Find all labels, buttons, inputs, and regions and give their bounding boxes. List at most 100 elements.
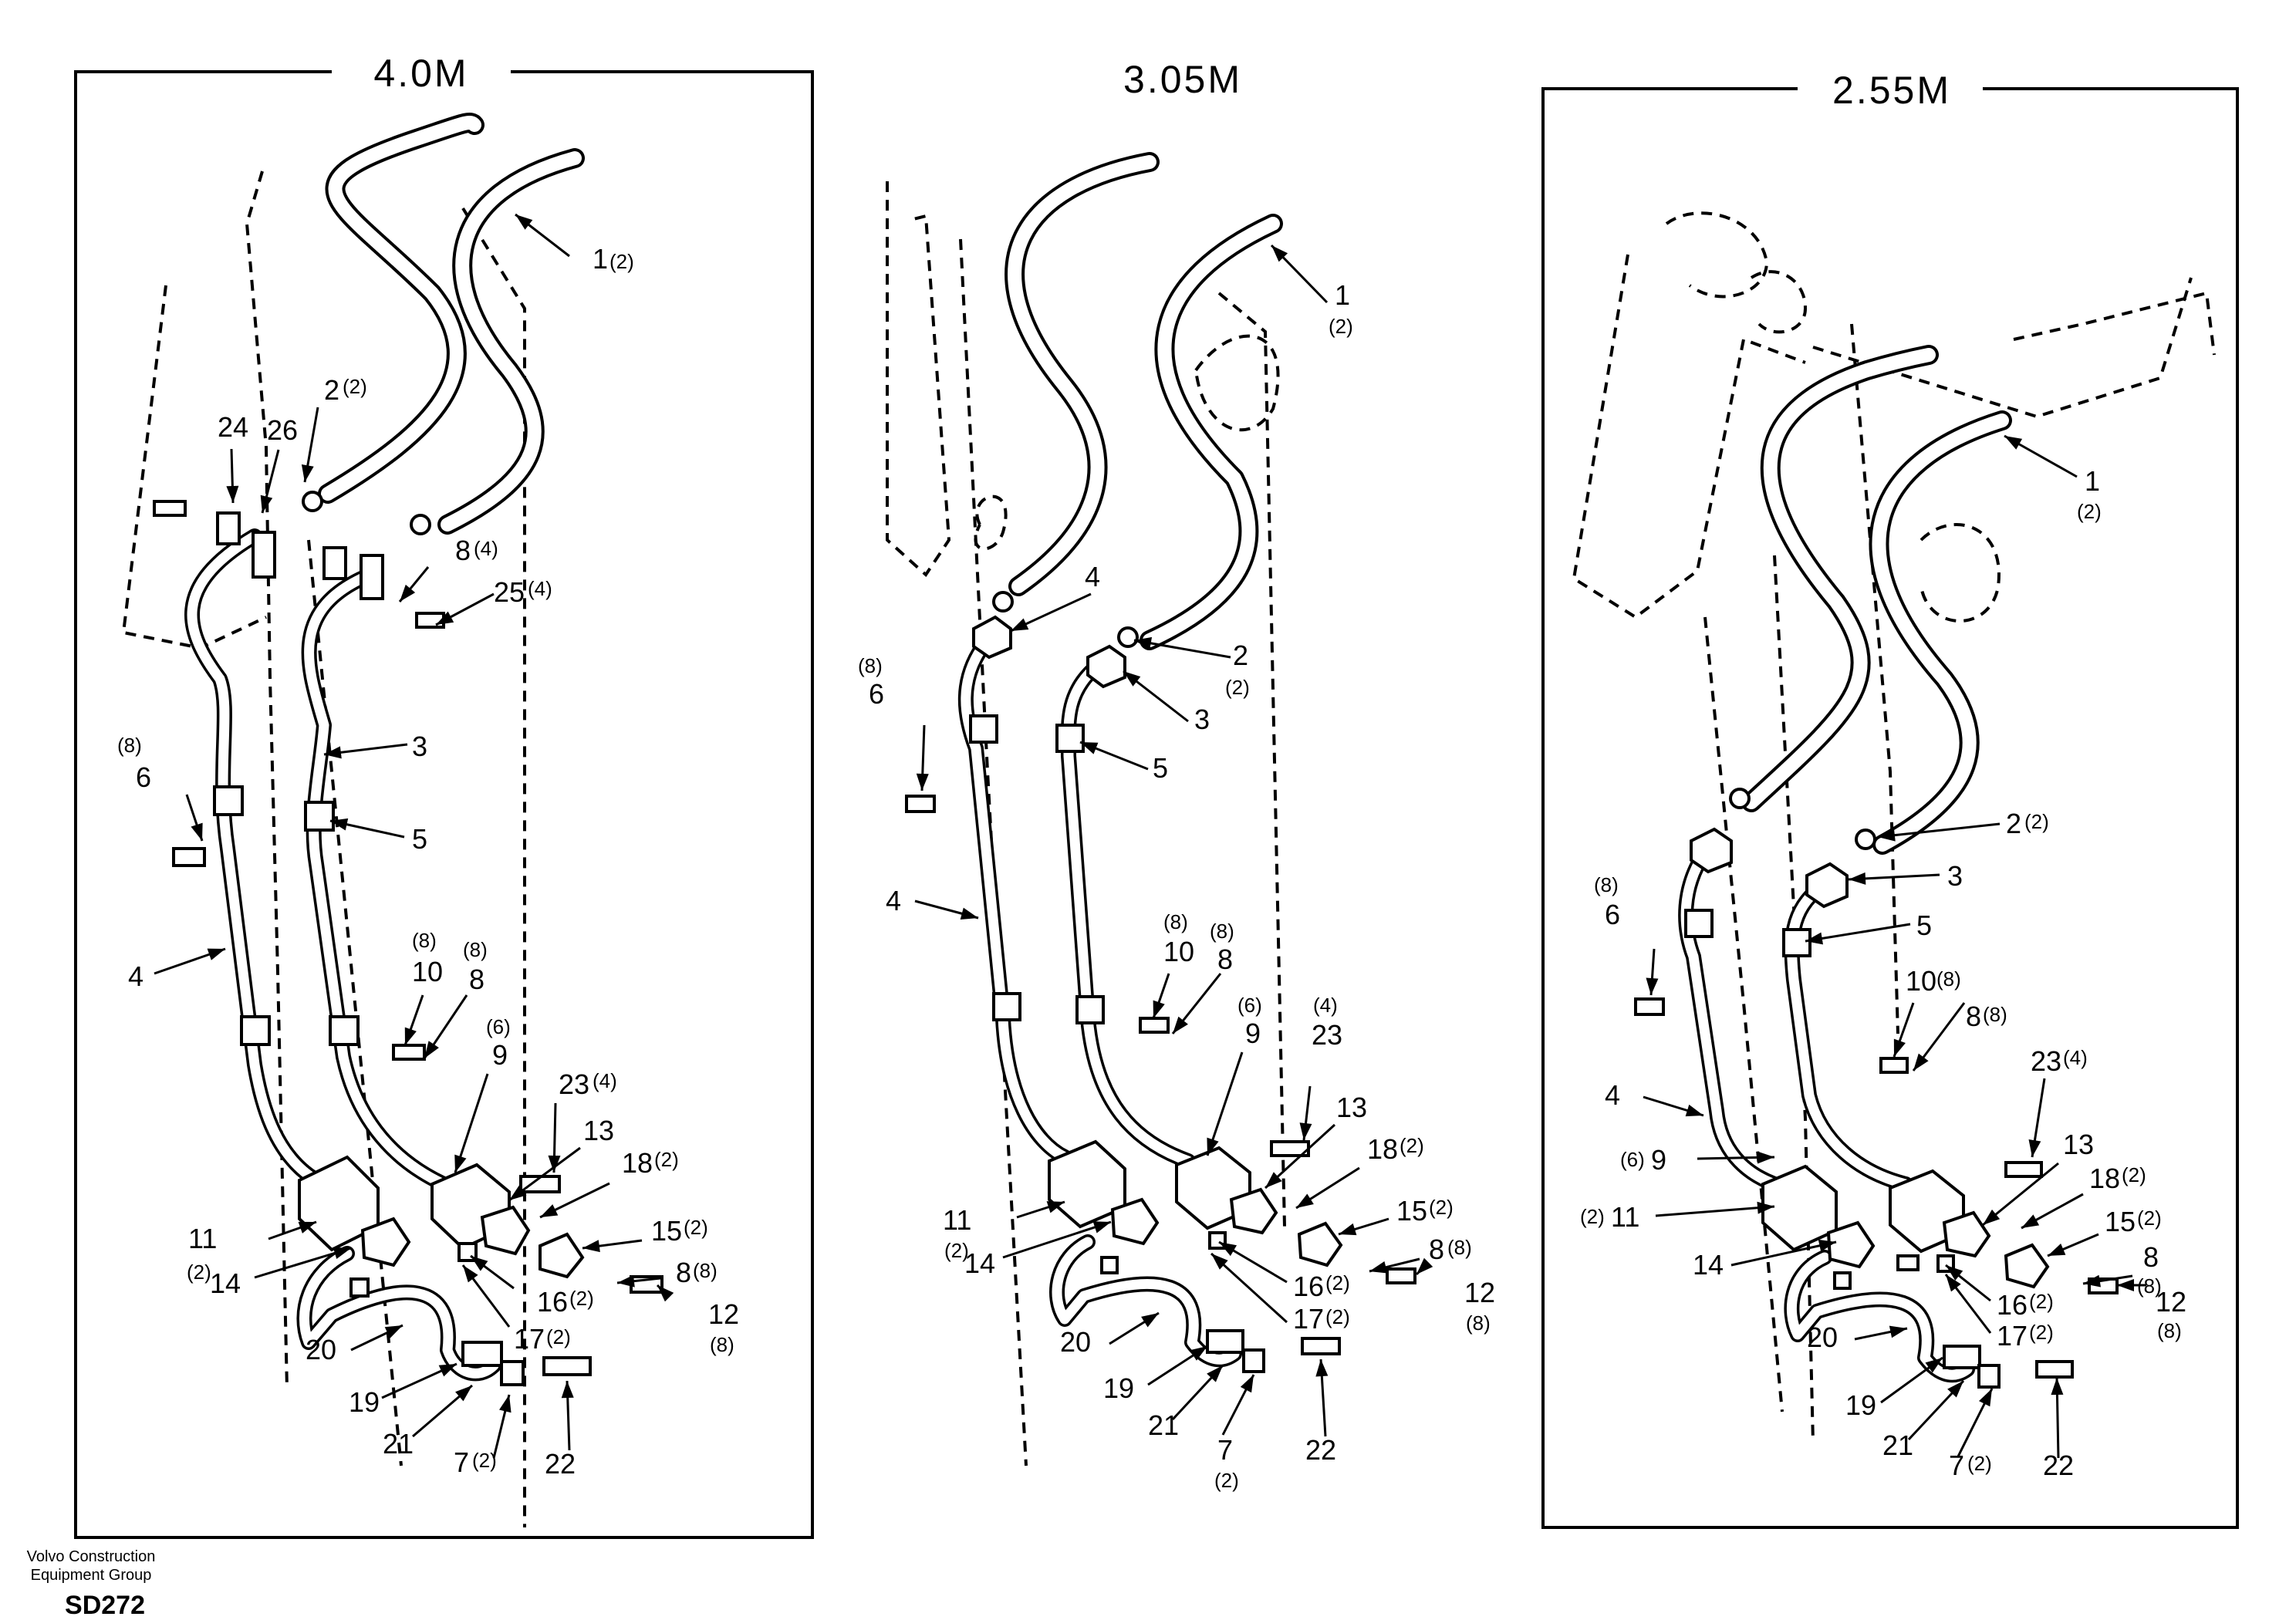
- bolt-23: [2004, 1161, 2043, 1178]
- callout-qty: (2): [944, 1239, 969, 1262]
- leader-arrowhead: [1190, 1346, 1207, 1361]
- pipe-clamp: [1055, 724, 1085, 753]
- callout-qty: (2): [569, 1287, 594, 1310]
- callout-qty: (2): [609, 250, 634, 273]
- callout-qty: (8): [1447, 1236, 1472, 1259]
- callout-number: 14: [1693, 1249, 1724, 1281]
- leader-line: [1002, 1220, 1112, 1259]
- leader-arrowhead: [1153, 1000, 1165, 1018]
- leader-arrowhead: [2048, 1244, 2066, 1256]
- hydraulic-hoses: [318, 113, 585, 535]
- bolt-6: [1634, 997, 1665, 1016]
- callout-number: 21: [1882, 1429, 1913, 1461]
- callout-number: 13: [2063, 1129, 2094, 1160]
- flange-15: [539, 1232, 585, 1279]
- callout-qty: (2): [2122, 1163, 2146, 1186]
- callout-qty: (2): [1329, 315, 1353, 338]
- leader-arrowhead: [438, 1364, 457, 1377]
- leader-line: [1210, 1252, 1288, 1324]
- hose: [1872, 413, 2009, 852]
- leader-arrowhead: [2028, 1139, 2041, 1157]
- leader-arrowhead: [1878, 829, 1896, 842]
- leader-arrowhead: [1849, 872, 1866, 885]
- hydraulic-hoses: [1741, 345, 2012, 855]
- callout-qty: (2): [1400, 1134, 1424, 1157]
- leader-arrowhead: [384, 1325, 403, 1338]
- callout-qty: (8): [1594, 873, 1619, 896]
- leader-arrowhead: [1818, 1239, 1836, 1252]
- leader-arrowhead: [1046, 1201, 1065, 1213]
- leader-arrowhead: [463, 1265, 478, 1283]
- leader-arrowhead: [400, 584, 416, 602]
- pipe-clamp: [329, 1015, 360, 1046]
- callout-qty: (4): [474, 537, 498, 560]
- leader-line: [1730, 1240, 1837, 1267]
- callout-number: 3: [1194, 704, 1210, 735]
- callout-number: 18: [2089, 1163, 2120, 1194]
- callout-qty: (2): [1429, 1196, 1454, 1219]
- leader-arrowhead: [960, 907, 978, 920]
- callout-number: 9: [492, 1039, 508, 1071]
- flange-15: [1297, 1221, 1343, 1267]
- leader-arrowhead: [1947, 1381, 1963, 1398]
- callout-number: 22: [1305, 1434, 1336, 1466]
- boom-outline: [121, 170, 526, 1527]
- leader-arrowhead: [1925, 1358, 1943, 1373]
- callout-qty: (2): [654, 1148, 679, 1171]
- leader-arrowhead: [1893, 1038, 1906, 1057]
- callout-qty: (8): [693, 1259, 718, 1282]
- callout-number: 12: [2156, 1286, 2186, 1318]
- manifold: [1943, 1345, 1981, 1369]
- callout-number: 19: [349, 1386, 380, 1418]
- bolt-10: [1139, 1017, 1170, 1034]
- callout-qty: (2): [2077, 500, 2102, 523]
- leader-arrowhead: [260, 494, 273, 513]
- callout-number: 20: [306, 1334, 336, 1365]
- callout-leaders: [154, 213, 674, 1459]
- callout-qty: (2): [1225, 676, 1250, 699]
- callout-number: 21: [383, 1428, 414, 1460]
- flange-13: [480, 1205, 531, 1256]
- bolt: [153, 500, 187, 517]
- bolt-10: [392, 1044, 426, 1061]
- callout-number: 6: [136, 761, 151, 793]
- callout-qty: (8): [1210, 920, 1234, 943]
- bolt-10: [1879, 1057, 1909, 1074]
- callout-number: 19: [1103, 1372, 1134, 1404]
- flange-13: [1942, 1210, 1991, 1258]
- plug-7: [1977, 1364, 2001, 1389]
- leader-arrowhead: [1646, 977, 1659, 995]
- callout-qty: (8): [2157, 1319, 2182, 1342]
- panel-2-55m: 2.55M: [1541, 69, 2239, 1529]
- callout-number: 9: [1245, 1018, 1261, 1049]
- leader-arrowhead: [333, 1247, 351, 1260]
- leader-arrowhead: [330, 818, 349, 831]
- hose: [321, 116, 481, 501]
- callout-number: 24: [218, 411, 248, 443]
- fitting: [1833, 1271, 1852, 1290]
- callout-number: 17: [514, 1323, 545, 1355]
- callout-number: 26: [267, 414, 298, 446]
- leader-arrowhead: [540, 1204, 559, 1217]
- callout-number: 3: [1947, 860, 1963, 892]
- boom-outline-segment: [1194, 334, 1280, 432]
- callout-qty: (8): [117, 734, 142, 757]
- o-ring: [1729, 788, 1751, 809]
- o-ring: [410, 514, 431, 535]
- plug-7: [500, 1360, 525, 1386]
- components: [1634, 788, 2119, 1389]
- callout-number: 10: [1906, 965, 1936, 997]
- callout-labels: 1 (2) 2 (2) 24 26 8 (4) 25 (4) (8) 6 3 5…: [117, 243, 739, 1480]
- boom-outline-segment: [461, 207, 526, 1527]
- callout-qty: (6): [1620, 1148, 1645, 1171]
- callout-number: 6: [1605, 899, 1620, 930]
- callout-qty: (2): [187, 1261, 211, 1284]
- callout-number: 2: [324, 374, 339, 406]
- boom-outline: [1572, 211, 2216, 1443]
- drawing-code: SD272: [65, 1591, 145, 1620]
- leader-arrowhead: [617, 1274, 635, 1288]
- leader-arrowhead: [1757, 1151, 1774, 1164]
- callout-number: 19: [1845, 1389, 1876, 1421]
- callout-number: 5: [1916, 910, 1932, 941]
- boom-outline-segment: [1217, 292, 1286, 1227]
